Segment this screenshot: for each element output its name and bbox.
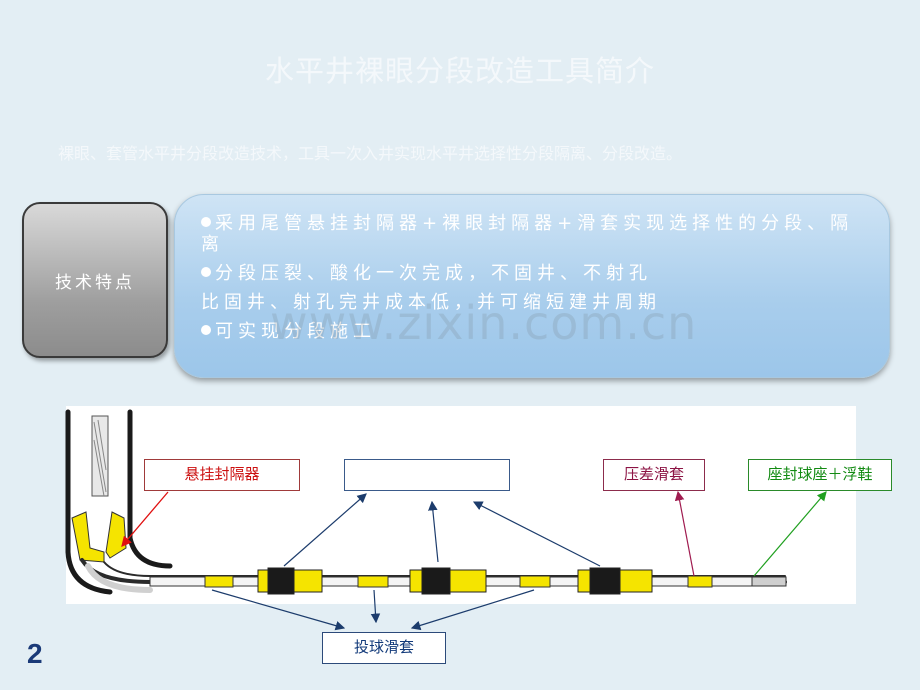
arrow-ball-sleeve-2 [370,589,381,624]
liner-hanger-packer [71,511,127,563]
feature-list: 采用尾管悬挂封隔器+裸眼封隔器+滑套实现选择性的分段、隔离 分段压裂、酸化一次完… [201,213,861,350]
tech-features-box: 采用尾管悬挂封隔器+裸眼封隔器+滑套实现选择性的分段、隔离 分段压裂、酸化一次完… [174,194,890,378]
running-tool [91,415,109,497]
feature-item: 可实现分段施工 [201,321,861,342]
feature-text: 比固井、射孔完井成本低，并可缩短建井周期 [201,292,661,313]
feature-item: 采用尾管悬挂封隔器+裸眼封隔器+滑套实现选择性的分段、隔离 [201,213,861,255]
arrow-packer-3 [472,501,601,567]
openhole-packer [257,567,653,595]
callout-pressure-sleeve: 压差滑套 [603,459,705,491]
feature-text: 分段压裂、酸化一次完成，不固井、不射孔 [215,263,652,284]
arrow-packer-1 [283,493,367,567]
arrow-packer-2 [428,500,439,563]
sliding-sleeves [204,575,713,588]
feature-item: 分段压裂、酸化一次完成，不固井、不射孔 [201,263,861,284]
feature-text: 采用尾管悬挂封隔器+裸眼封隔器+滑套实现选择性的分段、隔离 [201,213,854,255]
callout-ball-sleeve: 投球滑套 [322,632,446,664]
callout-liner-hanger: 悬挂封隔器 [144,459,300,491]
bullet-icon [201,217,211,227]
arrow-ball-sleeve-3 [410,589,535,631]
watermark: www.zixin.com.cn [270,296,698,350]
feature-text: 可实现分段施工 [215,321,376,342]
slide-title: 水平井裸眼分段改造工具简介 [264,54,655,88]
slide-subtitle: 裸眼、套管水平井分段改造技术，工具一次入井实现水平井选择性分段隔离、分段改造。 [58,144,683,163]
bullet-icon [201,325,211,335]
page-number: 2 [27,638,43,669]
tech-features-label-text: 技术特点 [55,272,135,293]
callout-openhole-packer [344,459,510,491]
float-shoe [751,576,787,587]
feature-item: 比固井、射孔完井成本低，并可缩短建井周期 [201,292,861,313]
bullet-icon [201,267,211,277]
arrow-liner-hanger [121,491,169,547]
arrow-shoe [753,491,827,577]
arrow-ball-sleeve-1 [211,589,346,631]
tech-features-label: 技术特点 [22,202,168,358]
callout-ball-seat-shoe: 座封球座＋浮鞋 [748,459,892,491]
arrow-pressure-sleeve [674,490,695,577]
